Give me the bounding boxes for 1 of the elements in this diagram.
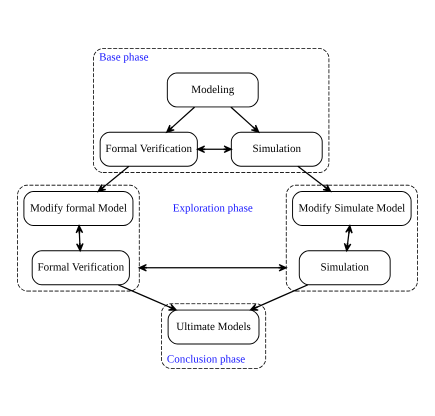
label: Exploration phase — [172, 202, 253, 214]
